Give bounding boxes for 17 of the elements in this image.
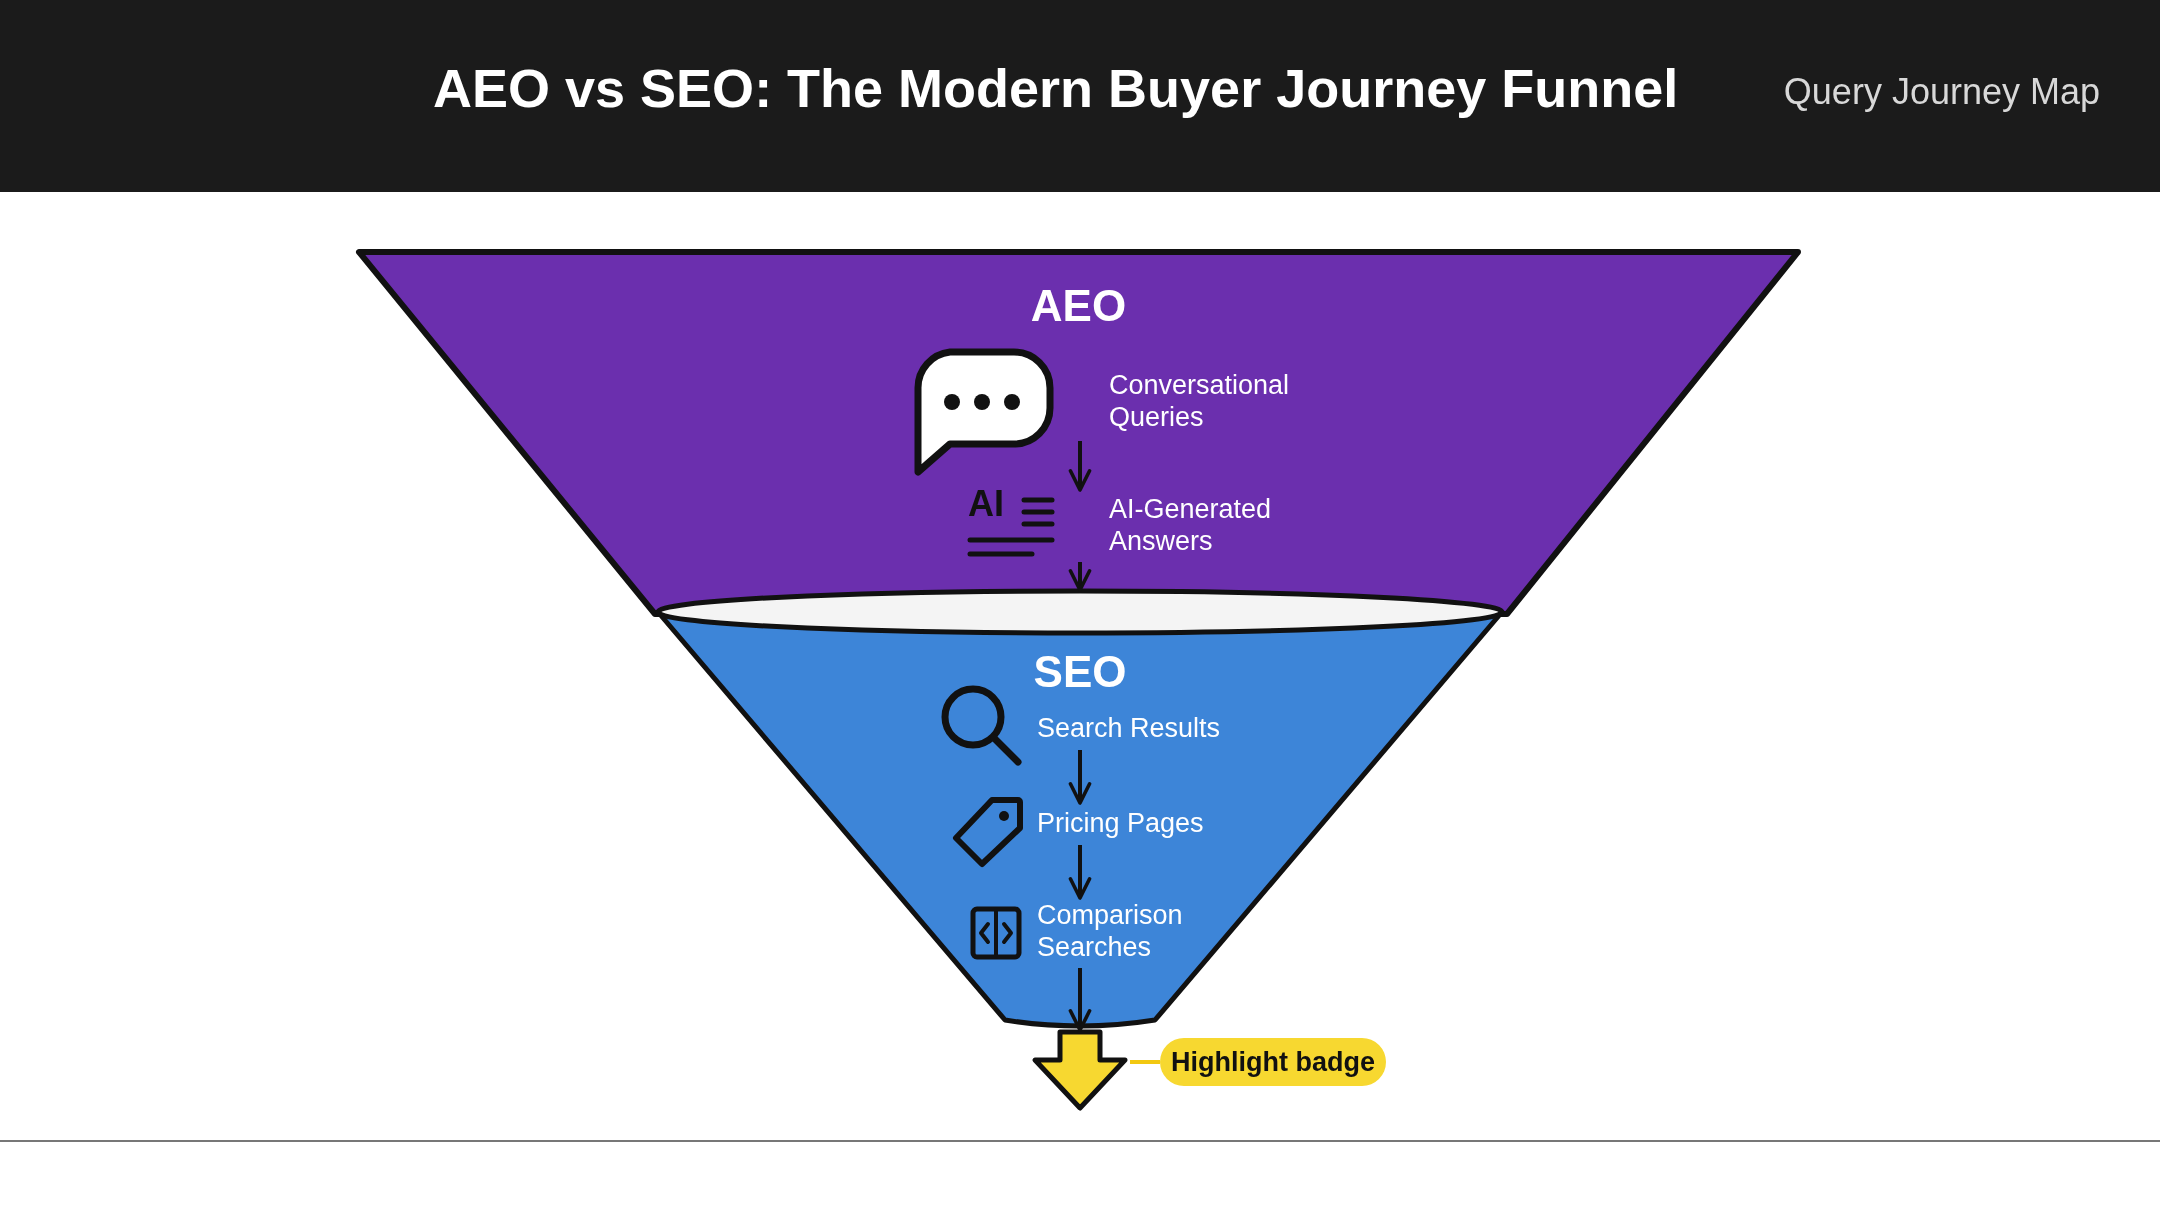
- flow-arrow: [1068, 845, 1092, 900]
- flow-arrow: [1068, 750, 1092, 805]
- leader-line: [1130, 1060, 1160, 1064]
- flow-arrow: [1068, 562, 1092, 592]
- section-heading: AEO: [1029, 282, 1128, 331]
- step-label: Comparison Searches: [1037, 900, 1183, 962]
- flow-arrow: [1068, 968, 1092, 1032]
- step-label: Pricing Pages: [1037, 808, 1204, 838]
- step-label: Search Results: [1037, 713, 1221, 743]
- section-heading: SEO: [1032, 648, 1128, 697]
- title: AEO vs SEO: The Modern Buyer Journey Funnel: [433, 57, 1679, 120]
- ai-icon-text: AI: [968, 486, 1004, 522]
- step-label: AI-Generated Answers: [1109, 494, 1272, 556]
- subtitle: Query Journey Map: [1783, 70, 2100, 114]
- step-label: Conversational Queries: [1109, 370, 1290, 432]
- flow-arrow: [1068, 441, 1092, 492]
- highlight-badge: Highlight badge: [1160, 1038, 1386, 1086]
